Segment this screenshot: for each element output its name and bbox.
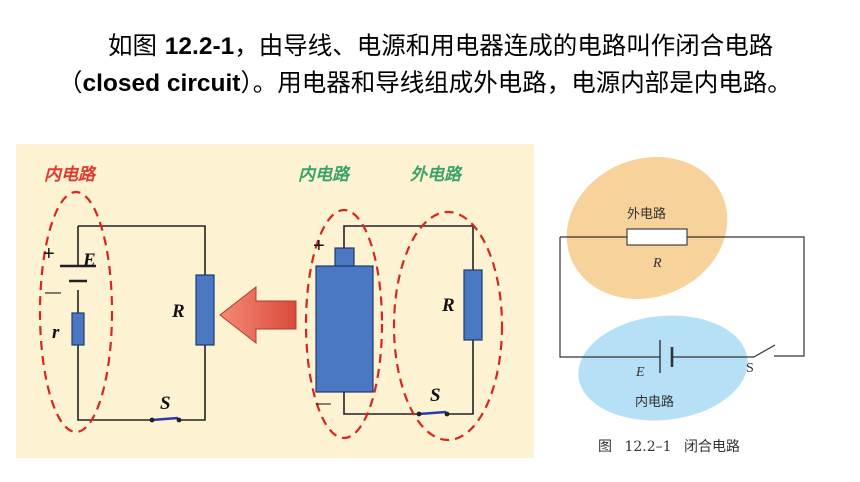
text-prefix: 如图 [108,31,165,60]
inner-label-left: 内电路 [44,165,97,185]
minus-sign-left: — [45,284,61,301]
figure-reference: 12.2-1 [164,33,235,60]
plus-sign-middle: + [313,235,325,257]
figure-resistor [626,228,688,246]
text-part-1: ，由导线、电源和用电器连成的电路叫作闭合电路（ [58,31,774,97]
outer-region-label: 外电路 [627,206,666,222]
outer-circuit-region [566,157,728,299]
left-circuit-wires [77,225,206,421]
battery-body [315,265,374,393]
inner-circuit-dash-middle [304,208,384,440]
switch-middle-contact-a [416,411,422,417]
inner-label-middle: 内电路 [298,165,351,185]
switch-label-left: S [160,393,171,414]
figure-switch-label: S [746,361,754,376]
term-closed-circuit: closed circuit [82,70,241,97]
figure-switch-blade [753,344,776,358]
switch-middle-contact-b [444,411,450,417]
left-circuit: 内电路 + E — r R S [38,165,215,434]
load-resistor-middle [463,269,483,341]
inner-region-label: 内电路 [635,394,674,410]
figure-emf-label: E [635,365,645,380]
figure-wires [559,236,805,358]
load-label-left: R [171,301,185,322]
internal-resistor [71,312,85,346]
inner-circuit-dash-left [38,190,114,434]
inner-circuit-region [578,315,748,421]
battery-terminal [334,247,355,267]
internal-resistance-label: r [52,322,60,343]
transform-arrow [219,285,297,345]
middle-circuit: 内电路 外电路 + — R S [298,165,504,442]
switch-left-contact-b [176,417,182,423]
intro-paragraph: 如图 12.2-1，由导线、电源和用电器连成的电路叫作闭合电路（closed c… [58,28,848,102]
figure-resistor-label: R [652,256,662,271]
load-resistor-left [195,274,215,346]
emf-label-left: E [82,250,96,271]
plus-sign-left: + [43,243,55,265]
switch-label-middle: S [430,385,441,406]
switch-middle-blade [418,410,447,416]
outer-label-middle: 外电路 [409,165,463,185]
minus-sign-middle: — [316,395,331,412]
switch-left-contact-a [149,417,155,423]
load-label-middle: R [441,295,455,316]
figure-caption: 图 12.2–1 闭合电路 [598,439,740,455]
text-part-2: ）。用电器和导线组成外电路，电源内部是内电路。 [240,68,792,97]
outer-circuit-dash [392,210,504,442]
switch-left-blade [151,416,179,422]
closed-circuit-figure: 外电路 R E S 内电路 [559,157,805,421]
middle-circuit-wires [343,225,474,415]
